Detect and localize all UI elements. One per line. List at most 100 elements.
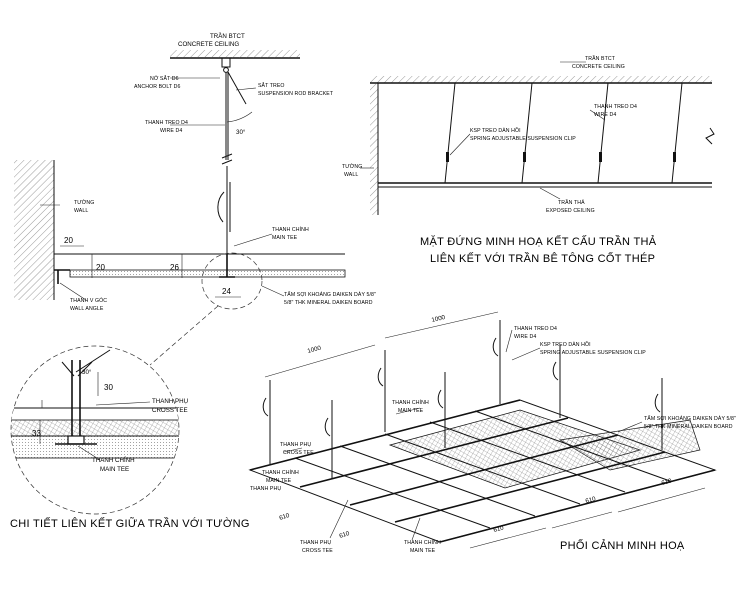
- detail-callout-circle: [201, 252, 263, 310]
- persp-clip-en: SPRING ADJUSTABLE SUSPENSION CLIP: [540, 350, 646, 356]
- detail-main-tee-vi: THANH CHÍNH: [92, 457, 135, 464]
- persp-main-tee2-en: MAIN TEE: [410, 548, 436, 554]
- elevation-title-line2: LIÊN KẾT VỚI TRẦN BÊ TÔNG CỐT THÉP: [430, 251, 655, 265]
- persp-hangers: [262, 320, 663, 479]
- persp-board-vi: TẤM SỢI KHOÁNG DAIKEN DÀY 5/8": [644, 415, 736, 422]
- break-mark: [221, 153, 233, 165]
- persp-board-en: 5/8" THK MINERAL DAIKEN BOARD: [644, 424, 733, 430]
- section-board-vi: TẤM SỢI KHOÁNG DAIKEN DÀY 5/8": [284, 291, 376, 298]
- leader-board: [261, 285, 285, 297]
- persp-cross-tee3-vi: THANH PHỤ: [250, 486, 281, 492]
- section-wall-en: WALL: [74, 208, 88, 214]
- detail-title: CHI TIẾT LIÊN KẾT GIỮA TRẦN VỚI TƯỜNG: [10, 517, 250, 530]
- elevation-title-line1: MẶT ĐỨNG MINH HOẠ KẾT CẤU TRẦN THẢ: [420, 235, 657, 248]
- persp-dim-1000b: [384, 311, 499, 339]
- persp-clip-vi: KSP TREO DÀN HỒI: [540, 341, 591, 348]
- persp-main-tee2-vi: THANH CHÍNH: [404, 539, 441, 546]
- section-dim-24: 24: [222, 287, 231, 296]
- detail-view: [10, 345, 180, 515]
- persp-cross-tee-vi: THANH PHỤ: [280, 442, 311, 448]
- persp-leader-cross: [283, 447, 303, 453]
- elev-slab-hatch: [370, 76, 712, 83]
- wall-angle: [54, 269, 70, 284]
- persp-cross-tee-en: CROSS TEE: [283, 450, 314, 456]
- elev-exposed-vi: TRẦN THẢ: [558, 199, 585, 206]
- concrete-slab-hatch: [170, 50, 300, 58]
- section-main-tee-vi: THANH CHÍNH: [272, 226, 309, 233]
- elev-leader-wire: [589, 109, 606, 121]
- detail-dim-30: 30: [104, 383, 113, 392]
- persp-leader-cross2: [329, 499, 349, 539]
- inclined-rod: [227, 71, 247, 105]
- persp-cross-tee2-vi: THANH PHỤ: [300, 540, 331, 546]
- elev-wall-en: WALL: [344, 172, 358, 178]
- persp-dim-610d-label: 610: [278, 512, 291, 522]
- persp-cross-tee2-en: CROSS TEE: [302, 548, 333, 554]
- persp-dim-610c-label: 610: [493, 524, 505, 534]
- section-bracket-vi: SẮT TREO: [258, 81, 285, 89]
- elev-wall-hatch: [370, 83, 378, 215]
- persp-dim-610a-label: 610: [585, 495, 597, 505]
- board: [69, 269, 346, 278]
- persp-leader-wire: [505, 329, 513, 353]
- elev-clip-en: SPRING ADJUSTABLE SUSPENSION CLIP: [470, 136, 576, 142]
- section-dim-20a: 20: [64, 236, 73, 245]
- persp-leader-board: [617, 421, 643, 433]
- elevation-view: [360, 61, 715, 215]
- persp-cross-tees: [294, 410, 671, 529]
- section-anchor-vi: NỞ SẮT D6: [150, 74, 179, 82]
- section-dim-26: 26: [170, 263, 179, 272]
- section-view: [14, 50, 346, 366]
- persp-dim-1000a: [264, 344, 376, 378]
- elev-exposed-en: EXPOSED CEILING: [546, 208, 595, 214]
- elev-hangers: [444, 82, 683, 184]
- persp-leader-main: [395, 407, 421, 415]
- section-bracket-en: SUSPENSION ROD BRACKET: [258, 91, 334, 97]
- persp-dim-610e-label: 610: [338, 530, 351, 540]
- section-wire-en: WIRE D4: [160, 128, 182, 134]
- persp-dim-1000b-label: 1000: [431, 314, 447, 324]
- detail-leader-main: [77, 445, 101, 461]
- elev-clip-vi: KSP TREO DÀN HỒI: [470, 127, 521, 134]
- elev-wire-en: WIRE D4: [594, 112, 616, 118]
- section-wire-vi: THANH TREO D4: [145, 120, 188, 126]
- spring-clip: [217, 191, 225, 223]
- elev-wall-vi: TƯỜNG: [342, 163, 362, 170]
- perspective-view: [248, 311, 717, 549]
- persp-dim-610b: [551, 511, 613, 529]
- detail-cross-tee-vi: THANH PHỤ: [152, 398, 188, 405]
- detail-leader: [149, 305, 219, 366]
- persp-main-tee-en: MAIN TEE: [398, 408, 424, 414]
- persp-main-tee3-en: MAIN TEE: [266, 478, 292, 484]
- detail-lower-board: [11, 435, 179, 459]
- detail-board: [11, 419, 179, 437]
- leader-bracket: [235, 87, 257, 91]
- wall-hatch: [14, 160, 54, 300]
- section-wall-vi: TƯỜNG: [74, 199, 94, 206]
- elev-break: [705, 127, 715, 145]
- persp-dim-610a: [469, 527, 547, 549]
- main-tee: [219, 254, 235, 278]
- persp-leader-main2: [411, 517, 421, 541]
- section-wall-angle-en: WALL ANGLE: [70, 306, 104, 312]
- detail-leader-cross: [95, 401, 151, 406]
- detail-cross-tee-en: CROSS TEE: [152, 407, 188, 414]
- persp-wire-vi: THANH TREO D4: [514, 326, 557, 332]
- section-board-en: 5/8" THK MINERAL DAIKEN BOARD: [284, 300, 373, 306]
- detail-angle: 30°: [82, 369, 92, 376]
- persp-leader-clip: [511, 347, 541, 361]
- section-concrete-vi: TRẦN BTCT: [210, 33, 245, 40]
- persp-main-tee3-vi: THANH CHÍNH: [262, 469, 299, 476]
- persp-board-2: [558, 419, 701, 471]
- leader-wall-angle: [59, 282, 87, 301]
- detail-main-tee-en: MAIN TEE: [100, 466, 129, 473]
- elev-concrete-vi: TRẦN BTCT: [585, 55, 616, 62]
- detail-inclined-wire: [75, 349, 111, 373]
- persp-dim-610c: [617, 487, 706, 513]
- elev-leader-ceiling: [539, 187, 561, 200]
- persp-dim-1000a-label: 1000: [307, 344, 323, 354]
- anchor-bolt: [221, 57, 231, 68]
- section-concrete-en: CONCRETE CEILING: [178, 41, 239, 48]
- bracket-pin: [223, 67, 229, 73]
